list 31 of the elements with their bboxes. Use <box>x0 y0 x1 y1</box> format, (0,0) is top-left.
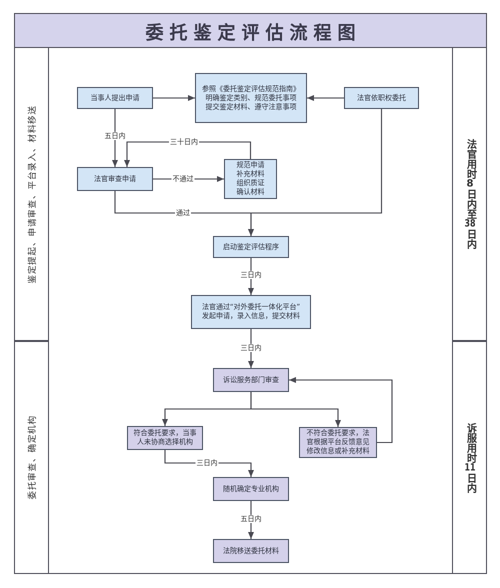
swimlane-band <box>452 341 487 574</box>
arrow <box>248 258 254 295</box>
arrow <box>248 501 254 539</box>
swimlane-band <box>14 341 49 574</box>
arrow <box>164 450 254 477</box>
process-box <box>224 159 277 199</box>
arrow <box>248 109 382 236</box>
process-box <box>299 427 377 458</box>
process-box <box>213 477 289 501</box>
process-box <box>213 368 289 392</box>
phase-label: 鉴定提起、申请审查、平台录入、材料移送 <box>26 104 38 284</box>
process-box <box>77 167 153 191</box>
arrow <box>153 95 195 101</box>
process-box <box>195 73 307 123</box>
arrow <box>112 109 118 167</box>
process-box <box>127 426 203 450</box>
arrow <box>250 392 341 427</box>
duration-label: 诉服用时11日内 <box>464 422 474 492</box>
diagram-title: 委托鉴定评估流程图 <box>144 22 362 44</box>
duration-label: 法官用时8日内至38日内 <box>464 139 474 249</box>
arrow <box>307 95 344 101</box>
process-box <box>344 87 419 109</box>
arrow <box>248 329 254 368</box>
swimlane-band <box>452 47 487 341</box>
process-box <box>213 539 289 563</box>
arrow <box>289 377 393 444</box>
process-box <box>77 87 153 109</box>
process-box <box>213 236 289 258</box>
swimlane-band <box>14 47 49 341</box>
phase-label: 委托审查、确定机构 <box>26 415 38 500</box>
process-box <box>191 295 311 329</box>
